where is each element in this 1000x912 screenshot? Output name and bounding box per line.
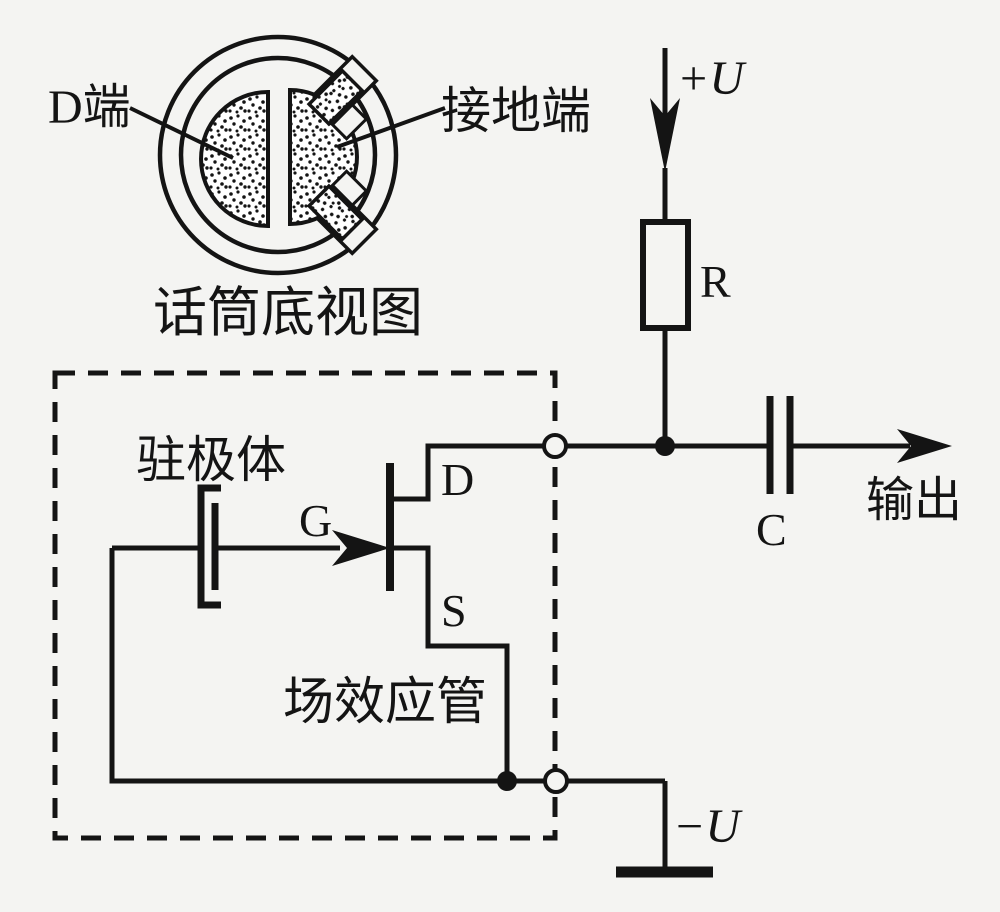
electret-back-plate [197,484,221,609]
mic-d-terminal-pad [199,89,270,229]
mic-key-notch-bottom [330,169,369,208]
resistor-label: R [700,256,731,307]
ground-terminal-leader-line [336,106,446,149]
mic-bottom-view: D端 接地端 话筒底视图 [48,34,591,343]
node-junction-dot-top [655,436,675,456]
node-junction-dot-bottom [497,771,517,791]
output-label: 输出 [866,474,962,527]
resistor-symbol: R [640,219,731,446]
fet-symbol: G D S 场效应管 [283,443,553,781]
fet-label: 场效应管 [283,675,487,731]
gate-label: G [299,495,332,546]
capacitor-label: C [756,504,787,555]
negative-supply-branch: −U [616,781,743,878]
d-terminal-label: D端 [48,81,131,134]
electret-element: 驻极体 [112,432,340,609]
drain-wire [390,443,553,502]
positive-supply-branch: +U [650,48,747,222]
output-branch: C 输出 [553,396,962,555]
drain-label: D [441,454,474,505]
positive-supply-label: +U [677,52,747,105]
mic-ground-pad-tab-bottom [306,169,369,242]
negative-supply-label: −U [673,800,743,853]
d-terminal-pin [542,433,568,459]
d-terminal-leader-line [129,106,234,160]
electret-label: 驻极体 [136,432,286,488]
source-wire [390,545,510,781]
ground-terminal-pin [543,768,569,794]
mic-key-notch-top [330,102,369,141]
mic-outer-ring [157,34,399,276]
output-arrow-icon [897,429,952,463]
mic-capsule-dashed-enclosure [52,370,558,841]
supply-arrow-icon [650,98,680,172]
mic-view-caption: 话筒底视图 [153,283,423,343]
ground-return-wire [109,548,556,784]
gate-arrow-icon [332,530,390,566]
mic-inner-ring [178,55,378,255]
source-label: S [441,585,467,636]
ground-terminal-label: 接地端 [441,83,591,139]
mic-ground-pad-tab-top [306,68,369,141]
